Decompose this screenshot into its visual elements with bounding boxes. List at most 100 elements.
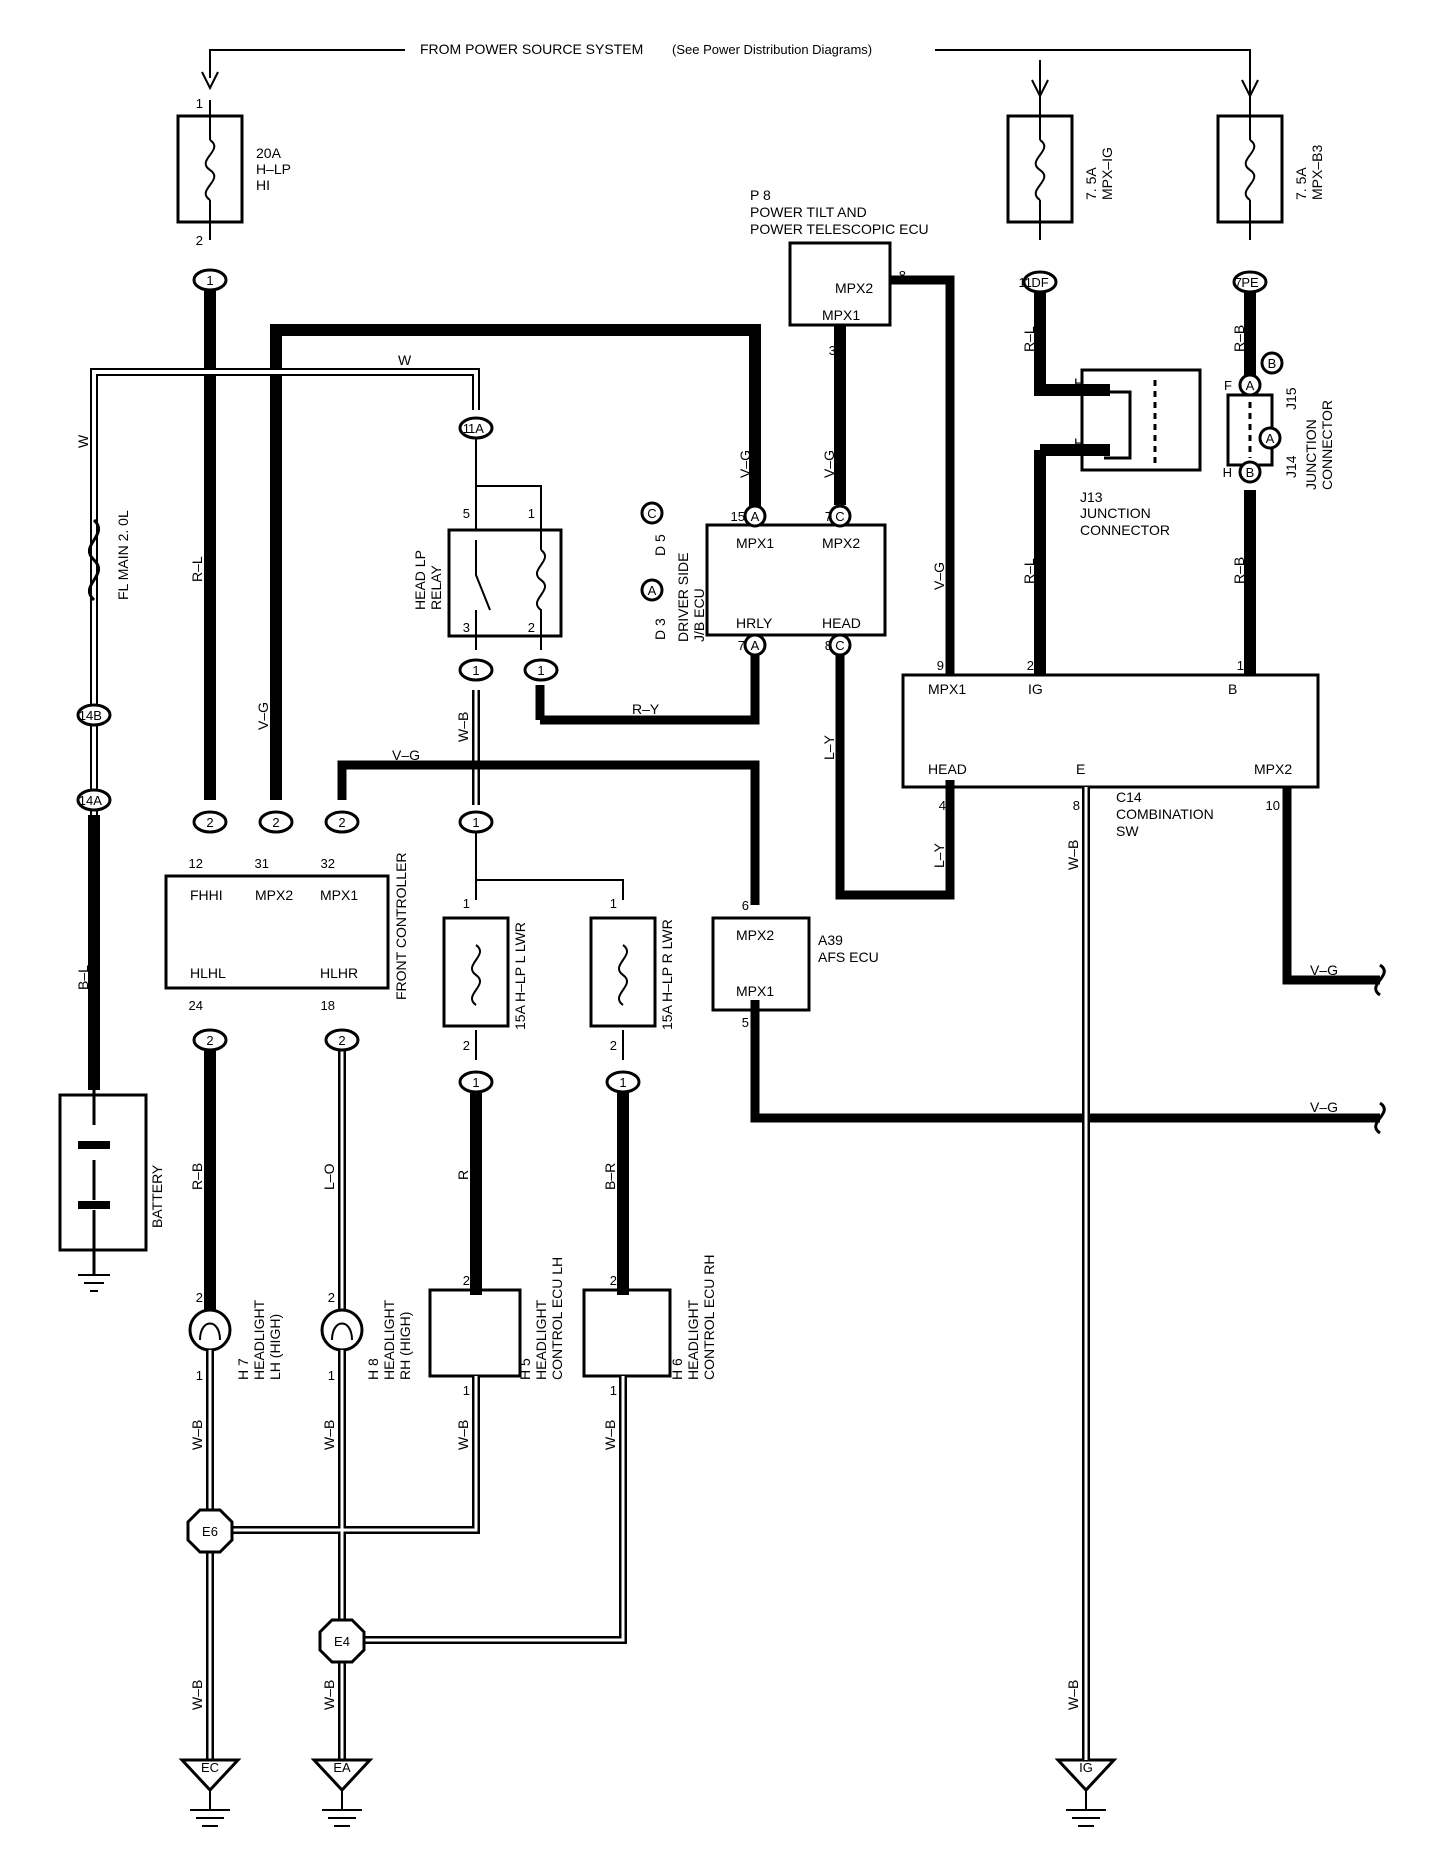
svg-text:31: 31 (255, 856, 269, 871)
svg-text:1: 1 (537, 663, 544, 678)
connector-circle (1258, 426, 1282, 450)
svg-text:5: 5 (463, 506, 470, 521)
svg-text:1: 1 (463, 421, 470, 436)
svg-text:C: C (647, 506, 656, 521)
svg-text:POWER TILT AND: POWER TILT AND (750, 204, 867, 220)
connector-oval (258, 810, 294, 834)
combination-switch (901, 673, 1320, 789)
svg-text:R–Y: R–Y (632, 701, 660, 717)
svg-text:P 8: P 8 (750, 187, 771, 203)
connector-oval (1232, 270, 1268, 294)
svg-text:D 3: D 3 (652, 618, 668, 640)
connector-oval (324, 810, 360, 834)
svg-text:IG: IG (1079, 1760, 1093, 1775)
svg-text:B–L: B–L (75, 965, 91, 990)
svg-text:MPX2: MPX2 (822, 535, 860, 551)
svg-text:8: 8 (1073, 798, 1080, 813)
svg-text:MPX1: MPX1 (736, 535, 774, 551)
svg-text:V–G: V–G (1310, 1099, 1338, 1115)
connector-circle (828, 633, 852, 657)
connector-oval (192, 1028, 228, 1052)
svg-text:2: 2 (610, 1273, 617, 1288)
svg-text:1: 1 (472, 663, 479, 678)
svg-text:SW: SW (1116, 823, 1139, 839)
svg-text:MPX2: MPX2 (1254, 761, 1292, 777)
svg-text:R–B: R–B (1231, 325, 1247, 352)
svg-text:COMBINATION: COMBINATION (1116, 806, 1214, 822)
svg-text:CONNECTOR: CONNECTOR (1080, 522, 1170, 538)
connector-oval (458, 416, 494, 440)
svg-text:W–B: W–B (189, 1420, 205, 1450)
battery (58, 1093, 148, 1252)
svg-text:7: 7 (825, 509, 832, 524)
svg-text:MPX–B3: MPX–B3 (1309, 145, 1325, 200)
svg-text:1A: 1A (468, 421, 484, 436)
svg-text:MPX1: MPX1 (736, 983, 774, 999)
svg-text:BATTERY: BATTERY (149, 1164, 165, 1228)
svg-text:H: H (1074, 435, 1084, 451)
svg-text:B: B (1246, 465, 1255, 480)
svg-text:CONTROL ECU RH: CONTROL ECU RH (701, 1255, 717, 1381)
fuse-lwr-l (442, 916, 510, 1028)
svg-text:B: B (1228, 681, 1237, 697)
svg-text:1: 1 (206, 273, 213, 288)
svg-text:W–B: W–B (321, 1420, 337, 1450)
svg-text:A: A (1266, 431, 1275, 446)
svg-text:5: 5 (742, 1015, 749, 1030)
connector-circle (828, 504, 852, 528)
svg-text:1: 1 (619, 1075, 626, 1090)
svg-text:C: C (835, 509, 844, 524)
svg-text:R: R (455, 1170, 471, 1180)
headlight-control-ecu-rh (582, 1288, 672, 1378)
svg-text:H 7: H 7 (235, 1358, 251, 1380)
svg-text:V–G: V–G (821, 450, 837, 478)
svg-text:4: 4 (939, 798, 946, 813)
svg-text:MPX2: MPX2 (255, 887, 293, 903)
svg-text:E: E (1076, 761, 1085, 777)
svg-text:1: 1 (472, 815, 479, 830)
svg-text:A39: A39 (818, 932, 843, 948)
svg-text:DRIVER SIDE: DRIVER SIDE (675, 553, 691, 642)
svg-text:2: 2 (1027, 658, 1034, 673)
driver-side-jb-ecu (705, 523, 887, 637)
svg-text:20A: 20A (256, 145, 282, 161)
svg-text:R–L: R–L (189, 556, 205, 582)
svg-text:C14: C14 (1116, 789, 1142, 805)
svg-text:LH (HIGH): LH (HIGH) (267, 1314, 283, 1380)
svg-text:H 8: H 8 (365, 1358, 381, 1380)
svg-text:1: 1 (463, 1383, 470, 1398)
svg-text:2: 2 (338, 1033, 345, 1048)
svg-text:2: 2 (463, 1273, 470, 1288)
connector-oval (458, 658, 494, 682)
connector-oval (458, 810, 494, 834)
svg-text:2: 2 (528, 620, 535, 635)
svg-text:JUNCTION: JUNCTION (1303, 419, 1319, 490)
svg-text:B–R: B–R (602, 1163, 618, 1190)
svg-text:1: 1 (79, 793, 86, 808)
ground-point-e4 (318, 1618, 366, 1664)
connector-oval (523, 658, 559, 682)
svg-text:L–O: L–O (321, 1163, 337, 1190)
connector-oval (324, 1028, 360, 1052)
svg-text:D 5: D 5 (652, 534, 668, 556)
svg-text:8: 8 (899, 268, 906, 283)
front-controller (164, 874, 390, 990)
svg-text:2: 2 (463, 1038, 470, 1053)
connector-oval (76, 703, 112, 727)
svg-text:RH (HIGH): RH (HIGH) (397, 1312, 413, 1380)
svg-text:HEAD: HEAD (822, 615, 861, 631)
svg-text:J15: J15 (1283, 387, 1299, 410)
afs-ecu (711, 916, 811, 1012)
svg-text:7: 7 (738, 638, 745, 653)
connector-circle (743, 633, 767, 657)
svg-text:2: 2 (328, 1290, 335, 1305)
svg-text:1: 1 (610, 1383, 617, 1398)
svg-text:H–LP: H–LP (256, 161, 291, 177)
connector-circle (1260, 351, 1284, 375)
svg-text:MPX1: MPX1 (928, 681, 966, 697)
svg-text:CONNECTOR: CONNECTOR (1319, 400, 1335, 490)
svg-text:JUNCTION: JUNCTION (1080, 505, 1151, 521)
svg-text:1: 1 (196, 1368, 203, 1383)
svg-text:V–G: V–G (1310, 962, 1338, 978)
